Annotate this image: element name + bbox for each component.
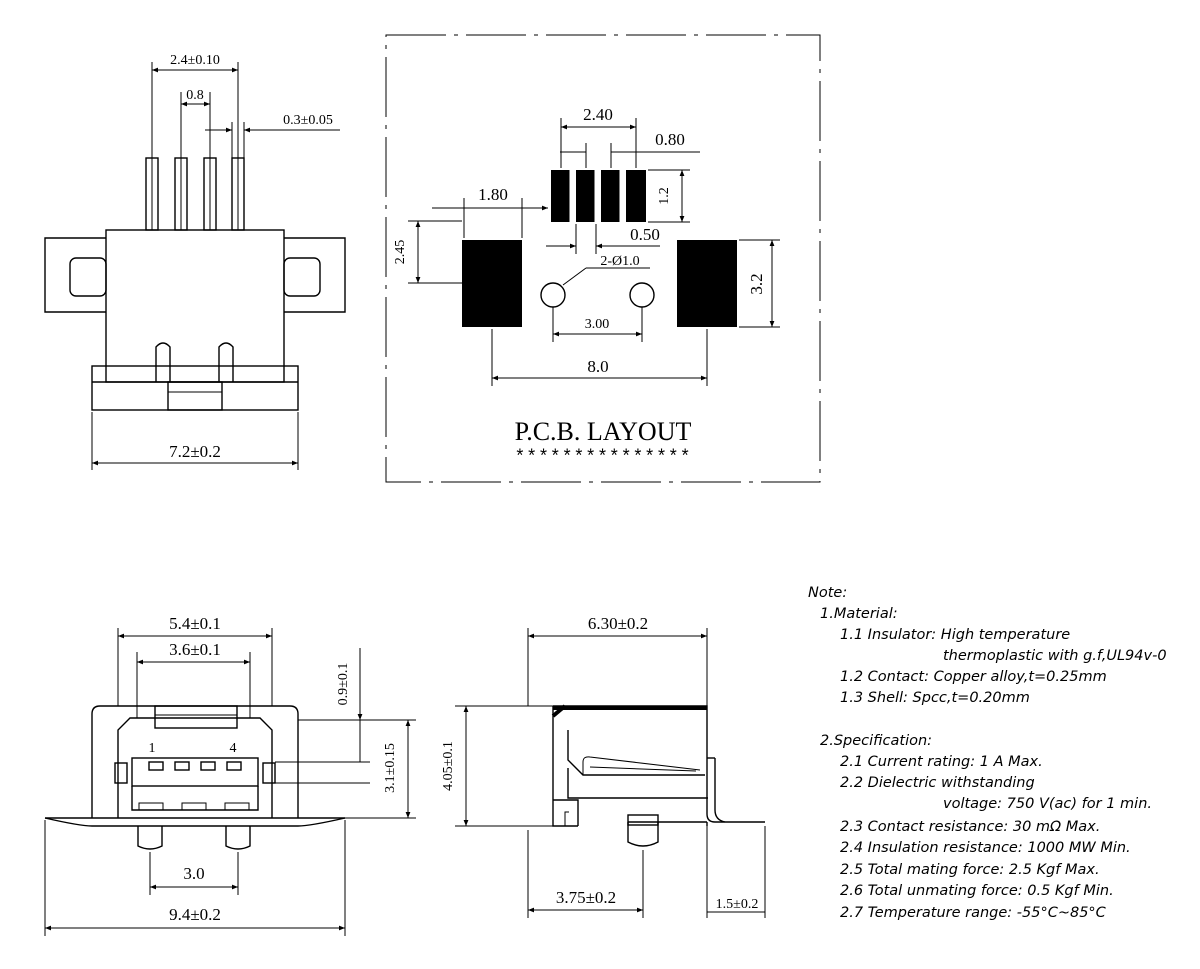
top-view-body	[105, 229, 285, 383]
spec-2: 2.2 Dielectric withstanding	[840, 775, 1035, 791]
notes: Note: 1.Material: 1.1 Insulator: High te…	[808, 585, 1167, 921]
dim-pad-span: 2.40	[583, 105, 613, 124]
hole-right	[629, 282, 655, 308]
dim-length: 6.30±0.2	[588, 614, 648, 633]
spec-3: 2.3 Contact resistance: 30 mΩ Max.	[840, 819, 1100, 835]
dim-hole-spacing: 3.00	[585, 317, 610, 332]
hole-left	[540, 282, 566, 308]
spec-5: 2.5 Total mating force: 2.5 Kgf Max.	[840, 862, 1100, 878]
dim-peg-position: 3.75±0.2	[556, 888, 616, 907]
pin-label-4: 4	[230, 741, 237, 756]
material-2: 1.2 Contact: Copper alloy,t=0.25mm	[840, 669, 1107, 685]
pcb-frame	[385, 34, 821, 483]
dim-shell-span: 8.0	[587, 357, 608, 376]
dim-pitch: 0.8	[186, 88, 204, 103]
spec-heading: 2.Specification:	[820, 733, 932, 749]
dim-top-gap: 0.9±0.1	[336, 663, 351, 706]
shell-pad-left	[462, 240, 522, 327]
dim-height: 3.1±0.15	[383, 743, 398, 793]
top-view-pins	[145, 157, 245, 231]
spec-7: 2.7 Temperature range: -55°C~85°C	[840, 905, 1107, 921]
front-view: 1 4 5.4±0.1 3.6±0.1 0.9±0.1 3.1±0.15 3.0	[44, 614, 416, 936]
dim-pitch-total: 2.4±0.10	[170, 53, 220, 68]
dim-pad-height: 1.2	[657, 187, 672, 205]
dim-inner-width: 3.6±0.1	[169, 640, 221, 659]
material-1-cont: thermoplastic with g.f,UL94v-0	[943, 648, 1167, 664]
dim-pin-width: 0.3±0.05	[283, 113, 333, 128]
dim-side-height: 4.05±0.1	[441, 741, 456, 791]
notes-heading: Note:	[808, 585, 847, 601]
dim-pad-offset: 1.80	[478, 185, 508, 204]
dim-shell-height: 3.2	[747, 273, 766, 294]
spec-6: 2.6 Total unmating force: 0.5 Kgf Min.	[840, 883, 1114, 899]
material-heading: 1.Material:	[820, 606, 898, 622]
dim-outer-width: 5.4±0.1	[169, 614, 221, 633]
top-view: 2.4±0.10 0.8 0.3±0.05 7.2±0.2	[44, 53, 346, 470]
signal-pads	[551, 170, 646, 222]
side-view: 6.30±0.2 4.05±0.1 3.75±0.2 1.5±0.2	[441, 614, 766, 918]
front-view-shell	[91, 705, 299, 818]
dim-pad-width: 0.50	[630, 225, 660, 244]
spec-2-cont: voltage: 750 V(ac) for 1 min.	[943, 796, 1152, 812]
material-1: 1.1 Insulator: High temperature	[840, 627, 1070, 643]
pin-label-1: 1	[149, 741, 156, 756]
dim-tab-length: 1.5±0.2	[716, 897, 759, 912]
pcb-layout-stars: ***************	[514, 448, 691, 468]
dim-shell-offset: 2.45	[393, 240, 408, 265]
dim-peg-spacing: 3.0	[183, 864, 204, 883]
dim-width: 7.2±0.2	[169, 442, 221, 461]
dim-holes: 2-Ø1.0	[600, 254, 639, 269]
pcb-layout-title: P.C.B. LAYOUT	[515, 417, 692, 446]
dim-total-width: 9.4±0.2	[169, 905, 221, 924]
material-3: 1.3 Shell: Spcc,t=0.20mm	[840, 690, 1030, 706]
side-view-body	[553, 705, 765, 823]
pcb-layout: 2.40 0.80 1.2 1.80 0.50 2.45 2-Ø1.0	[385, 34, 821, 483]
spec-4: 2.4 Insulation resistance: 1000 MW Min.	[840, 840, 1131, 856]
dim-pad-pitch: 0.80	[655, 130, 685, 149]
front-view-contacts	[148, 761, 242, 771]
spec-1: 2.1 Current rating: 1 A Max.	[840, 754, 1043, 770]
shell-pad-right	[677, 240, 737, 327]
